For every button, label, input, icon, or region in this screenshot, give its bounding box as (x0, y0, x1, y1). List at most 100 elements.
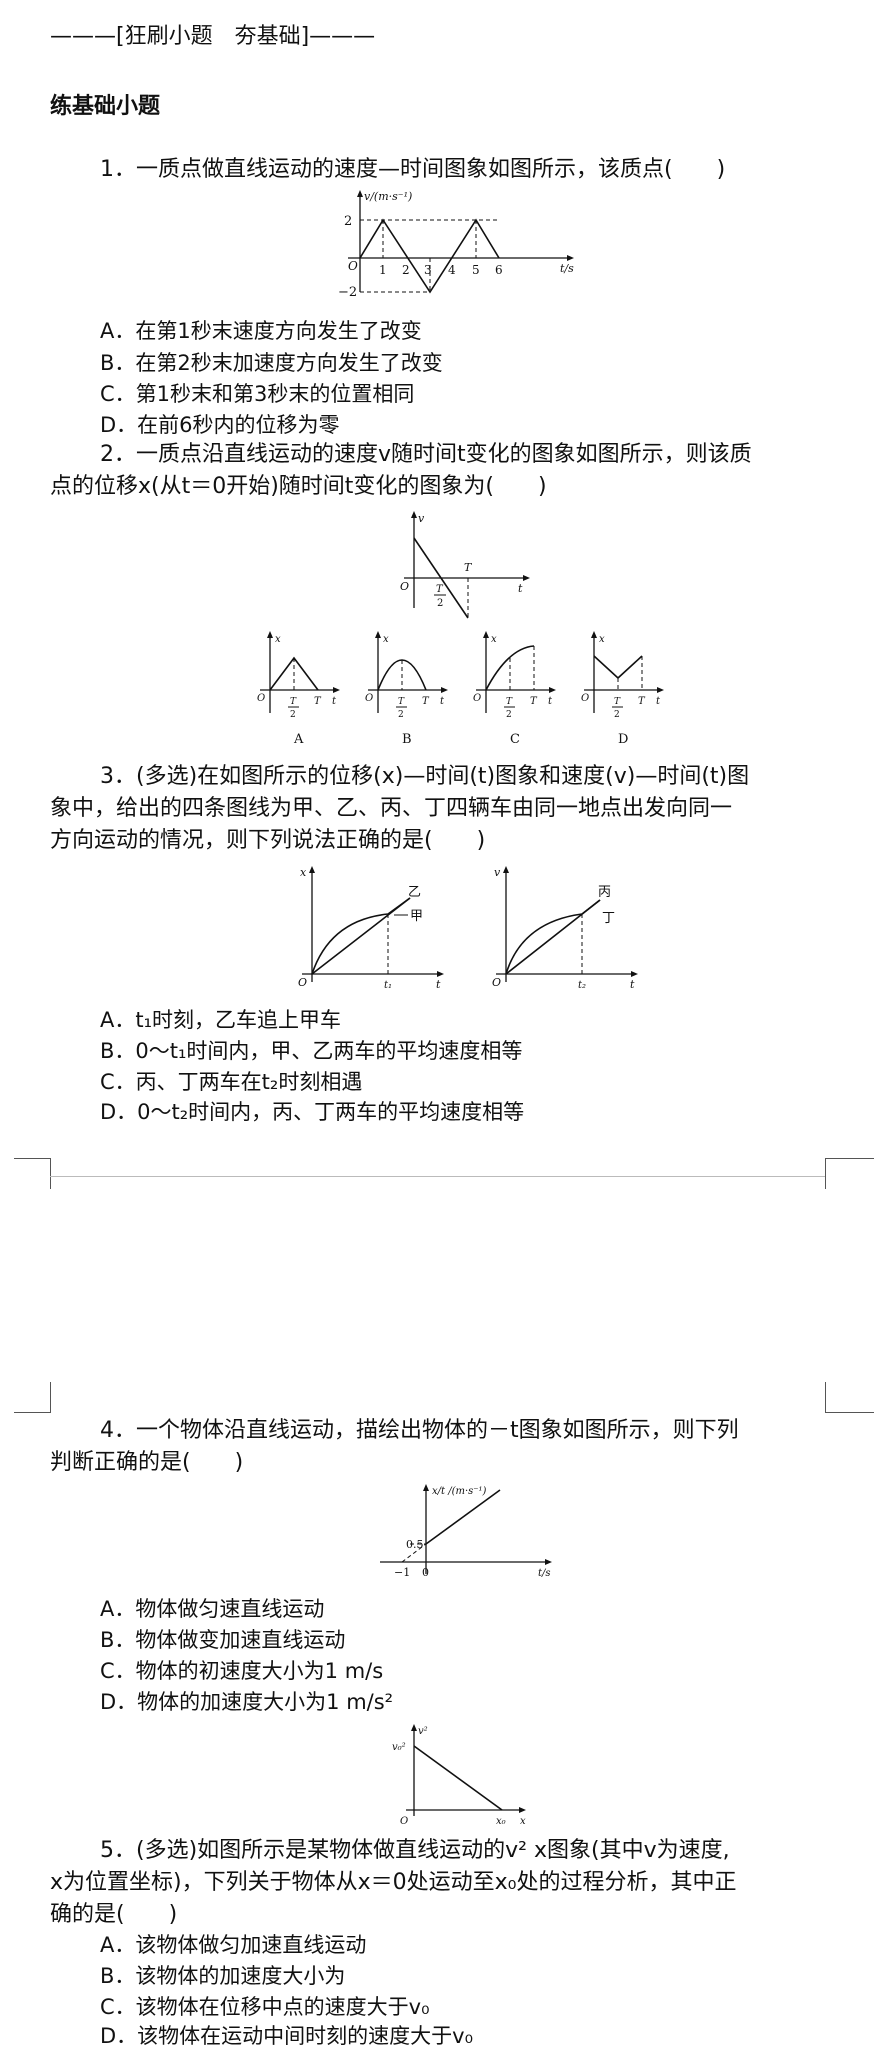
q5-graph: v² x v₀² O x₀ (392, 1724, 526, 1826)
svg-text:T: T (398, 697, 405, 707)
q4-origin: 0 (422, 1566, 429, 1579)
page-break-rule (50, 1176, 825, 1177)
q4-option-a: A．物体做匀速直线运动 (100, 1597, 325, 1621)
q3-label-ding: 丁 (602, 911, 615, 926)
q5-stem-line1: 5．(多选)如图所示是某物体做直线运动的v² x图象(其中v为速度, (100, 1838, 730, 1863)
q2-T: T (464, 561, 473, 574)
q4-option-c: C．物体的初速度大小为1 m/s (100, 1659, 384, 1683)
q2-v-line (413, 537, 469, 619)
svg-text:2: 2 (398, 710, 404, 720)
q5-ytick: v₀² (392, 1742, 406, 1753)
q3-option-c: C．丙、丁两车在t₂时刻相遇 (100, 1070, 363, 1094)
q4-x-label: t/s (538, 1568, 551, 1579)
q2-x-label: t (518, 582, 523, 595)
q3-label-yi: 乙 (408, 885, 421, 900)
svg-text:O: O (365, 693, 373, 704)
svg-text:T: T (290, 697, 297, 707)
svg-text:2: 2 (506, 710, 512, 720)
q4-y-label: x/t /(m·s⁻¹) (432, 1486, 487, 1497)
q1-xtick-1: 1 (379, 263, 387, 277)
q3-left-x-label: t (436, 978, 441, 991)
svg-text:t: t (656, 696, 661, 707)
q3-right-y-label: v (494, 866, 501, 879)
q2-label-a: A (293, 732, 304, 747)
svg-text:T: T (314, 696, 322, 707)
q1-x-arrow (567, 255, 574, 261)
q4-stem-line1: 4．一个物体沿直线运动，描绘出物体的－t图象如图所示，则下列 (100, 1418, 739, 1443)
svg-text:O: O (473, 693, 481, 704)
q2-y-label: v (418, 512, 425, 525)
svg-text:T: T (614, 697, 621, 707)
q5-line (413, 1745, 503, 1811)
q3-stem-line3: 方向运动的情况，则下列说法正确的是( ) (50, 828, 486, 853)
q2-label-d: D (618, 732, 628, 747)
q2-label-b: B (402, 732, 412, 747)
q4-dash-ext (401, 1543, 427, 1563)
section-title: 练基础小题 (50, 94, 161, 119)
q3-left-y-label: x (300, 866, 307, 879)
q4-line (425, 1489, 501, 1545)
q2-choice-b: x t O T 2 T B (365, 631, 448, 747)
svg-text:2: 2 (290, 710, 296, 720)
svg-text:x: x (275, 634, 281, 645)
q4-stem-line2: 判断正确的是( ) (50, 1450, 244, 1475)
q1-vt-line (359, 218, 500, 294)
q2-choice-a: x t O T 2 T A (257, 631, 340, 747)
q5-option-b: B．该物体的加速度大小为 (100, 1964, 346, 1988)
q3-right-x-label: t (630, 978, 635, 991)
q1-xtick-2: 2 (402, 263, 410, 277)
q3-right-t2: t₂ (578, 980, 586, 991)
q5-option-c: C．该物体在位移中点的速度大于v₀ (100, 1995, 430, 2019)
q1-y-label: v/(m·s⁻¹) (364, 190, 412, 203)
q4-xtick-neg1: −1 (394, 1566, 410, 1579)
q1-vt-graph: v/(m·s⁻¹) t/s O 2 −2 1 2 3 4 5 6 (338, 190, 574, 298)
q1-stem: 1．一质点做直线运动的速度—时间图象如图所示，该质点( ) (100, 157, 726, 182)
q2-half-den: 2 (437, 598, 443, 609)
q1-option-c: C．第1秒末和第3秒末的位置相同 (100, 382, 415, 406)
svg-text:T: T (530, 696, 538, 707)
q5-stem-line3: 确的是( ) (50, 1902, 178, 1927)
q3-left-t1: t₁ (384, 980, 392, 991)
svg-text:2: 2 (614, 710, 620, 720)
q2-label-c: C (510, 732, 520, 747)
q3-option-b: B．0～t₁时间内，甲、乙两车的平均速度相等 (100, 1039, 523, 1063)
q2-choice-c: x t O T 2 T C (473, 631, 556, 747)
svg-text:T: T (422, 696, 430, 707)
q3-label-bing: 丙 (598, 885, 611, 900)
q4-option-b: B．物体做变加速直线运动 (100, 1628, 346, 1652)
q1-option-a: A．在第1秒末速度方向发生了改变 (100, 319, 422, 343)
q5-origin: O (400, 1816, 408, 1826)
q1-option-b: B．在第2秒末加速度方向发生了改变 (100, 351, 443, 375)
page-corner-bottom-right (825, 1382, 874, 1413)
svg-text:O: O (257, 693, 265, 704)
q2-y-arrow (411, 511, 417, 518)
svg-text:x: x (383, 634, 389, 645)
page-corner-bottom-left (14, 1382, 51, 1413)
svg-text:x: x (491, 634, 497, 645)
svg-text:t: t (548, 696, 553, 707)
q4-graph: x/t /(m·s⁻¹) t/s 0.5 −1 0 (380, 1484, 552, 1579)
q2-x-arrow (523, 575, 530, 581)
svg-text:t: t (332, 696, 337, 707)
q1-origin: O (348, 259, 358, 273)
q2-vt-graph: v t O T T 2 (400, 511, 530, 619)
q3-option-a: A．t₁时刻，乙车追上甲车 (100, 1008, 342, 1032)
svg-text:O: O (581, 693, 589, 704)
page-corner-top-left (14, 1158, 51, 1189)
q3-curve-yi (311, 897, 411, 975)
q1-ytick-neg2: −2 (338, 285, 357, 298)
q1-y-arrow (357, 190, 363, 197)
svg-text:x: x (599, 634, 605, 645)
q3-label-jia: 甲 (410, 909, 423, 924)
q5-y-label: v² (418, 1726, 428, 1737)
q5-stem-line2: x为位置坐标)，下列关于物体从x＝0处运动至x₀处的过程分析，其中正 (50, 1870, 737, 1895)
page-corner-top-right (825, 1158, 874, 1189)
q1-x-label: t/s (560, 262, 574, 275)
q2-stem-line2: 点的位移x(从t＝0开始)随时间t变化的图象为( ) (50, 474, 547, 499)
q4-option-d: D．物体的加速度大小为1 m/s² (100, 1690, 394, 1714)
q2-stem-line1: 2．一质点沿直线运动的速度v随时间t变化的图象如图所示，则该质 (100, 442, 752, 467)
q1-ytick-2: 2 (344, 214, 352, 229)
q2-origin: O (400, 580, 409, 593)
q5-x-label: x (520, 1816, 526, 1826)
q2-choice-graphs: x t O T 2 T A x t O T 2 T B x t O T 2 (257, 631, 664, 747)
